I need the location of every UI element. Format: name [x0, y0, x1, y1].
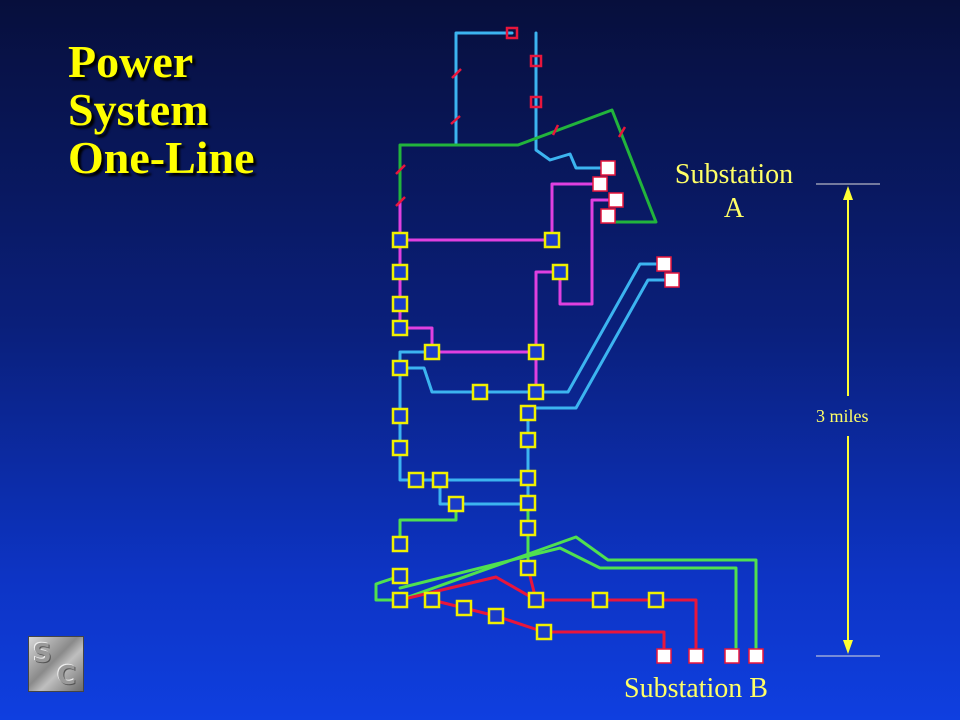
top-breakers [505, 26, 543, 109]
feeder-lightgreen-c [398, 546, 738, 658]
breaker-top-2 [529, 54, 543, 68]
switch [527, 591, 545, 609]
distance-label: 3 miles [816, 406, 869, 426]
switch [535, 623, 553, 641]
sub-a-breaker-5 [656, 256, 672, 272]
switch [391, 359, 409, 377]
sub-b-breaker-4 [748, 648, 764, 664]
tick-6 [617, 126, 627, 138]
switch [519, 404, 537, 422]
substation-b-label: Substation B [624, 673, 768, 704]
sub-a-breaker-4 [600, 208, 616, 224]
substation-a-line2: A [723, 193, 745, 224]
switch [391, 319, 409, 337]
switch [447, 495, 465, 513]
switch [423, 343, 441, 361]
feeder-green-loop [398, 108, 658, 224]
dimension-arrow-down [843, 640, 853, 654]
switch [391, 263, 409, 281]
title-line-system: System [68, 84, 209, 135]
switch [391, 407, 409, 425]
tick-5 [551, 124, 560, 136]
sub-b-breaker-2 [688, 648, 704, 664]
switch [519, 494, 537, 512]
switch [543, 231, 561, 249]
sub-b-breaker-3 [724, 648, 740, 664]
tick-1 [451, 68, 462, 79]
switches [391, 231, 665, 641]
feeder-red-a [398, 575, 698, 658]
switch [551, 263, 569, 281]
switch [391, 295, 409, 313]
switch [391, 567, 409, 585]
tick-2 [450, 115, 461, 125]
logo-letter-s: S [33, 639, 52, 669]
feeder-blue-main [398, 262, 666, 482]
switch [519, 519, 537, 537]
switch [391, 231, 409, 249]
sub-a-breaker-1 [600, 160, 616, 176]
switch [527, 383, 545, 401]
feeder-magenta-c [534, 198, 618, 394]
title-line-power: Power [68, 36, 194, 87]
switch [487, 607, 505, 625]
switch [431, 471, 449, 489]
switch [591, 591, 609, 609]
switch [471, 383, 489, 401]
sub-a-breaker-3 [608, 192, 624, 208]
switch [519, 469, 537, 487]
switch [407, 471, 425, 489]
feeder-magenta-a [398, 198, 538, 354]
sub-a-breaker-2 [592, 176, 608, 192]
switch [423, 591, 441, 609]
switch [519, 559, 537, 577]
switch [391, 591, 409, 609]
feeder-blue-down [414, 406, 530, 506]
switch [519, 431, 537, 449]
dimension-arrow-up [843, 186, 853, 200]
company-logo: S C [28, 636, 84, 692]
switch [647, 591, 665, 609]
switch [391, 439, 409, 457]
dimension-marker [816, 183, 880, 657]
breaker-top-3 [529, 95, 543, 109]
slide-title: Power System One-Line [68, 38, 255, 182]
sub-b-breaker-1 [656, 648, 672, 664]
substation-a-line1: Substation [674, 159, 794, 190]
logo-letter-c: C [57, 661, 77, 691]
feeder-magenta-b [398, 182, 602, 242]
feeder-blue-top [454, 31, 514, 145]
breaker-top-1 [505, 26, 519, 40]
substation-breakers [592, 160, 764, 664]
substation-a-label: Substation A [665, 158, 803, 226]
feeder-lightgreen-b [374, 535, 758, 658]
tick-4 [395, 196, 406, 207]
switch [455, 599, 473, 617]
feeder-blue-right [526, 278, 674, 410]
feeder-blue-top-right [534, 31, 610, 170]
feeder-lightgreen-a [398, 502, 530, 570]
fault-ticks [395, 68, 627, 207]
tick-3 [395, 164, 406, 175]
switch [391, 535, 409, 553]
switch [527, 343, 545, 361]
sub-a-breaker-6 [664, 272, 680, 288]
title-line-one-line: One-Line [68, 132, 255, 183]
